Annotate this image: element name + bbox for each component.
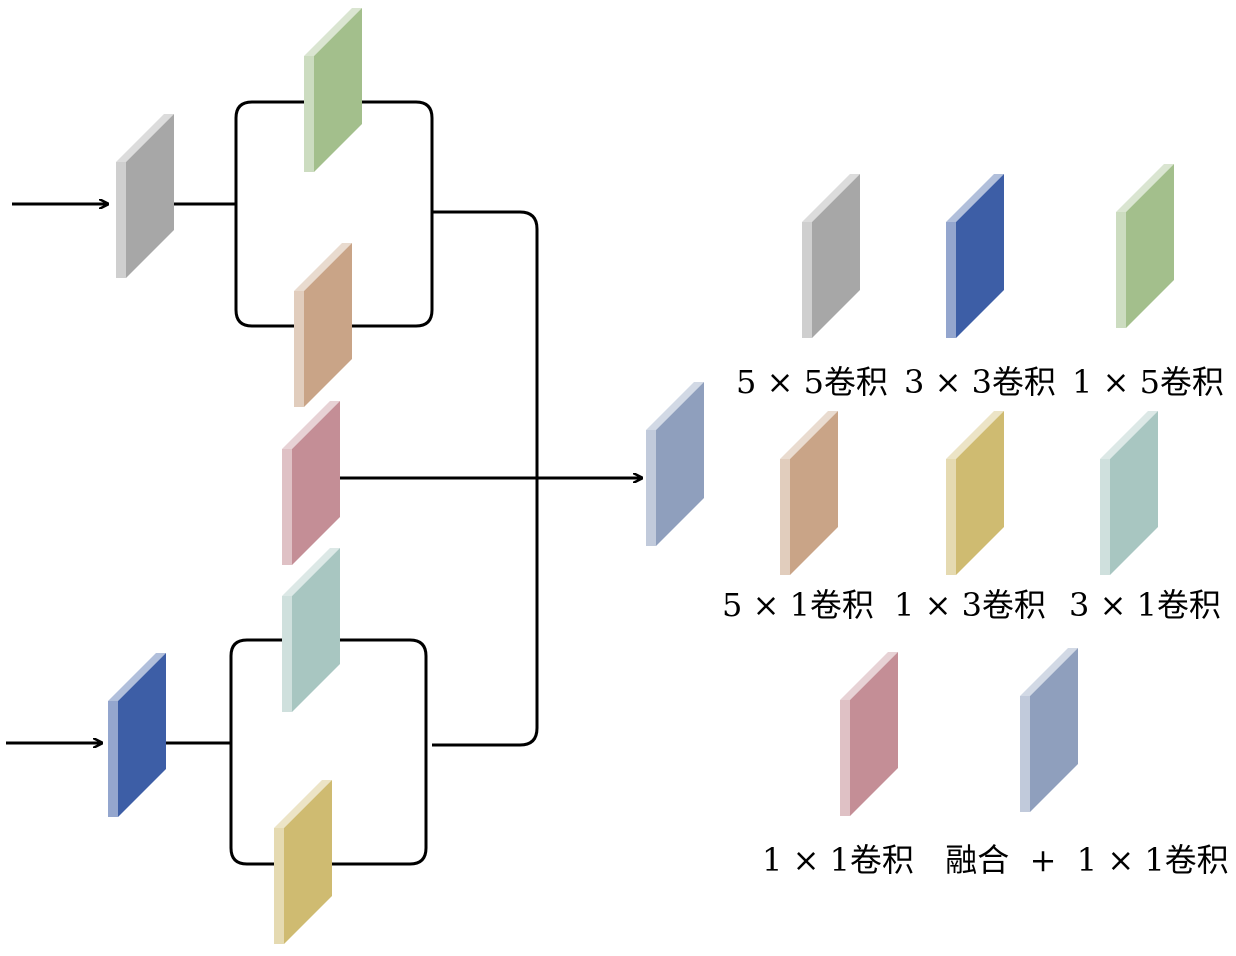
legend-block-1x1-side-face	[850, 652, 898, 816]
block-5x1-conv-top-face	[294, 243, 352, 291]
legend-block-1x5-top-face	[1116, 164, 1174, 212]
legend-block-1x3-top-face	[946, 411, 1004, 459]
block-5x5-conv-edge-face	[116, 162, 126, 278]
legend-block-3x3-top-face	[946, 174, 1004, 222]
legend-block-fusion	[1020, 648, 1078, 812]
legend-block-5x1	[780, 411, 838, 575]
block-5x1-conv-side-face	[304, 243, 352, 407]
legend-label-1x5: 1 × 5卷积	[1072, 363, 1224, 401]
legend-block-1x5	[1116, 164, 1174, 328]
block-fusion-side-face	[656, 382, 704, 546]
block-1x5-conv-side-face	[314, 8, 362, 172]
legend-block-3x1	[1100, 411, 1158, 575]
legend-block-1x3-side-face	[956, 411, 1004, 575]
legend-block-1x5-side-face	[1126, 164, 1174, 328]
legend-label-5x1: 5 × 1卷积	[722, 586, 874, 624]
block-5x1-conv	[294, 243, 352, 407]
block-3x3-conv-top-face	[108, 653, 166, 701]
block-1x5-conv-top-face	[304, 8, 362, 56]
block-1x3-conv-edge-face	[274, 828, 284, 944]
legend-block-5x5	[802, 174, 860, 338]
legend-block-1x1	[840, 652, 898, 816]
block-3x3-conv-side-face	[118, 653, 166, 817]
block-3x1-conv	[282, 548, 340, 712]
legend-block-1x1-top-face	[840, 652, 898, 700]
bottom-split-bracket	[229, 638, 428, 866]
legend-block-fusion-edge-face	[1020, 696, 1030, 812]
legend-label-5x5: 5 × 5卷积	[736, 363, 888, 401]
legend-block-3x3-side-face	[956, 174, 1004, 338]
block-3x3-conv	[108, 653, 166, 817]
legend-block-5x1-top-face	[780, 411, 838, 459]
block-1x5-conv-edge-face	[304, 56, 314, 172]
block-1x3-conv-top-face	[274, 780, 332, 828]
block-fusion-edge-face	[646, 430, 656, 546]
block-1x3-conv-side-face	[284, 780, 332, 944]
block-5x5-conv-top-face	[116, 114, 174, 162]
legend-block-3x1-edge-face	[1100, 459, 1110, 575]
block-5x5-conv	[116, 114, 174, 278]
legend-label-1x1: 1 × 1卷积	[762, 841, 914, 879]
legend-block-5x1-edge-face	[780, 459, 790, 575]
legend-block-3x1-top-face	[1100, 411, 1158, 459]
legend-block-5x5-top-face	[802, 174, 860, 222]
block-5x5-conv-side-face	[126, 114, 174, 278]
legend-block-3x3-edge-face	[946, 222, 956, 338]
top-split-bracket	[234, 100, 434, 328]
block-1x1-conv	[282, 401, 340, 565]
legend-block-fusion-side-face	[1030, 648, 1078, 812]
block-3x1-conv-edge-face	[282, 596, 292, 712]
block-5x1-conv-edge-face	[294, 291, 304, 407]
legend-label-3x1: 3 × 1卷积	[1069, 586, 1221, 624]
conv-blocks	[108, 8, 1174, 944]
block-1x5-conv	[304, 8, 362, 172]
block-3x1-conv-top-face	[282, 548, 340, 596]
block-3x3-conv-edge-face	[108, 701, 118, 817]
block-1x1-conv-edge-face	[282, 449, 292, 565]
block-1x1-conv-side-face	[292, 401, 340, 565]
block-3x1-conv-side-face	[292, 548, 340, 712]
legend-block-5x1-side-face	[790, 411, 838, 575]
block-fusion	[646, 382, 704, 546]
legend-block-5x5-edge-face	[802, 222, 812, 338]
legend-block-3x3	[946, 174, 1004, 338]
legend-block-5x5-side-face	[812, 174, 860, 338]
legend: 5 × 5卷积 3 × 3卷积 1 × 5卷积 5 × 1卷积 1 × 3卷积 …	[722, 363, 1229, 879]
block-1x3-conv	[274, 780, 332, 944]
legend-block-1x3-edge-face	[946, 459, 956, 575]
block-fusion-top-face	[646, 382, 704, 430]
legend-block-1x5-edge-face	[1116, 212, 1126, 328]
block-1x1-conv-top-face	[282, 401, 340, 449]
legend-label-fusion: 融合 + 1 × 1卷积	[945, 841, 1228, 879]
connection-lines	[6, 100, 642, 866]
legend-block-1x1-edge-face	[840, 700, 850, 816]
legend-label-3x3: 3 × 3卷积	[904, 363, 1056, 401]
legend-block-3x1-side-face	[1110, 411, 1158, 575]
legend-block-1x3	[946, 411, 1004, 575]
legend-block-fusion-top-face	[1020, 648, 1078, 696]
legend-label-1x3: 1 × 3卷积	[894, 586, 1046, 624]
